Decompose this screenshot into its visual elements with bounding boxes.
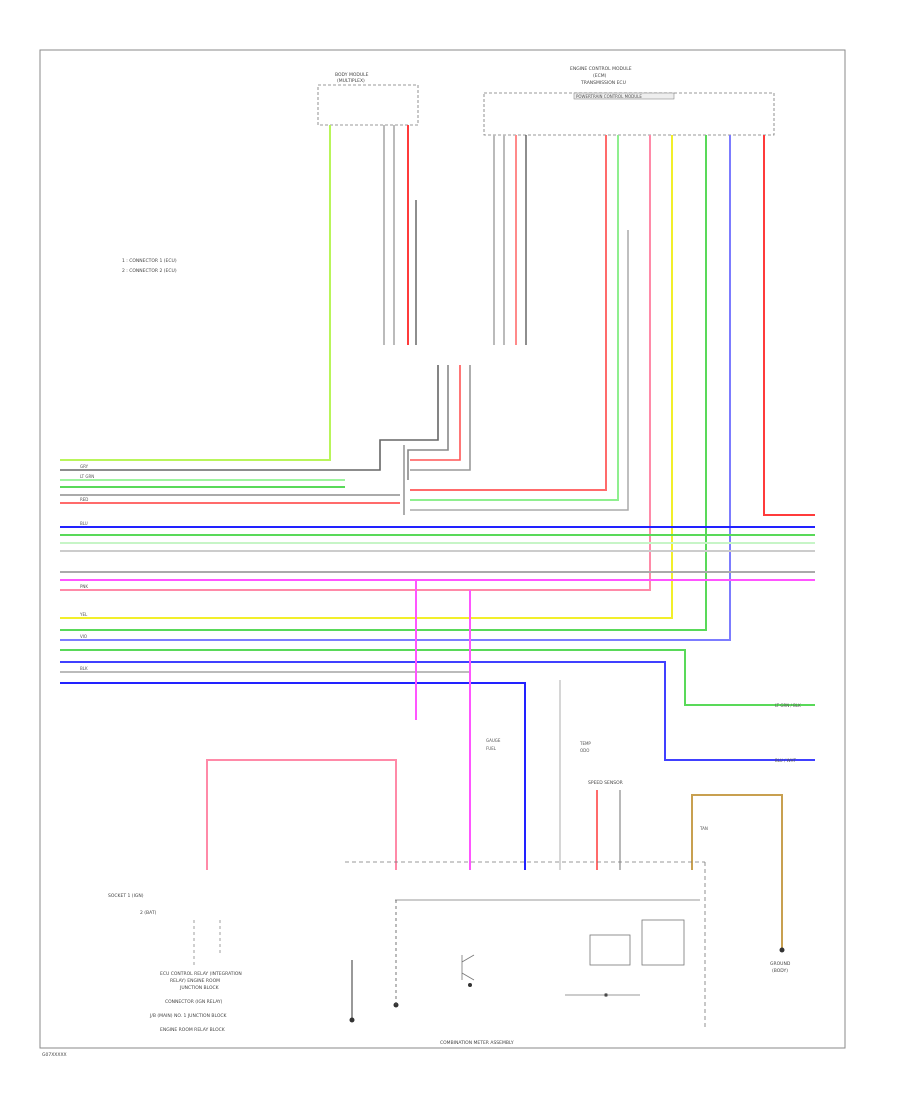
right-module: POWERTRAIN CONTROL MODULE ENGINE CONTROL…	[483, 66, 775, 136]
wire-label-red: RED	[80, 497, 88, 502]
right-module-bar-label: POWERTRAIN CONTROL MODULE	[576, 94, 642, 99]
grounds	[349, 900, 785, 1023]
left-block-1: ECU CONTROL RELAY (INTEGRATION	[160, 971, 242, 977]
left-block-4: CONNECTOR (IGN RELAY)	[165, 999, 223, 1005]
right-module-wires	[60, 135, 815, 641]
wire-label-blu: BLU	[80, 521, 88, 526]
left-block-2: RELAY) ENGINE ROOM	[170, 978, 220, 984]
meter-box-1	[589, 934, 631, 966]
right-module-subtitle: (ECM)	[593, 73, 607, 79]
left-module-subtitle: (MULTIPLEX)	[337, 78, 365, 84]
left-module: BODY MODULE (MULTIPLEX)	[317, 72, 419, 126]
wire-green-ecm-2	[60, 135, 707, 631]
bottom-caption: COMBINATION METER ASSEMBLY	[440, 1040, 514, 1046]
left-side-label-2: 2 (BAT)	[140, 910, 157, 916]
horizontal-bus	[60, 479, 815, 870]
bus-blue-long	[60, 661, 815, 761]
left-module-box	[317, 84, 419, 126]
label-right-2: BLU / WHT	[775, 758, 797, 763]
left-block-6: ENGINE ROOM RELAY BLOCK	[160, 1027, 226, 1033]
meter-box-2	[641, 919, 685, 966]
wire-yellowgreen-left	[60, 125, 331, 461]
wire-label-blk: BLK	[80, 666, 88, 671]
wire-label-pnk: PNK	[80, 584, 88, 589]
meter-label-fuel: FUEL	[486, 746, 497, 751]
bus-blue-2	[60, 682, 526, 870]
diagram-border	[39, 49, 846, 1049]
wire-label-vio: VIO	[80, 634, 87, 639]
junction-wire-3	[410, 365, 461, 461]
wire-label-ltgrn: LT GRN	[80, 474, 94, 479]
label-right-1: LT GRN / BLK	[775, 703, 801, 708]
left-side-label-1: SOCKET 1 (IGN)	[108, 893, 144, 899]
meter-transistor	[461, 954, 475, 981]
wire-label-yel: YEL	[79, 612, 88, 617]
right-module-title: ENGINE CONTROL MODULE	[570, 66, 632, 72]
wire-green-ecm	[410, 135, 619, 501]
wire-blue-ecm	[60, 135, 731, 641]
right-module-box	[483, 92, 775, 136]
ground-dot-3	[468, 983, 472, 987]
junction-connector	[60, 365, 471, 515]
left-module-title: BODY MODULE	[335, 72, 369, 78]
right-module-subtitle-2: TRANSMISSION ECU	[580, 80, 626, 86]
wire-gray-ecm	[410, 230, 629, 511]
left-dashed	[193, 920, 221, 965]
meter-drops	[206, 580, 783, 950]
wire-label-gry: GRY	[80, 464, 89, 469]
ground-dot-4	[779, 947, 785, 953]
wire-yellow-ecm	[60, 135, 673, 619]
right-module-bar	[573, 92, 675, 100]
meter-label-odo: ODO	[580, 748, 589, 753]
drop-pink-left	[206, 759, 397, 870]
meter-ground-dot	[604, 993, 608, 997]
bus-green-long	[60, 649, 815, 706]
drop-tan	[691, 794, 783, 950]
left-block-5: J/B (MAIN) NO. 1 JUNCTION BLOCK	[149, 1013, 227, 1019]
footer-code: G07XXXXX	[42, 1052, 67, 1058]
meter-label-temp: TEMP	[579, 741, 591, 746]
junction-wire-2	[407, 365, 449, 480]
wire-red-ecm-2	[763, 135, 815, 516]
meter-label-speed: SPEED SENSOR	[588, 780, 623, 786]
junction-wire-1	[60, 365, 439, 471]
legend: 1 : CONNECTOR 1 (ECU) 2 : CONNECTOR 2 (E…	[122, 258, 177, 274]
legend-line-2: 2 : CONNECTOR 2 (ECU)	[122, 268, 177, 274]
labels: LT GRN / BLK BLU / WHT GRY LT GRN RED BL…	[42, 464, 801, 1058]
wire-label-tan: TAN	[699, 826, 708, 831]
junction-wire-4	[410, 365, 471, 471]
meter-assembly	[345, 861, 706, 1030]
left-module-wires	[60, 125, 417, 461]
ground-label-1: GROUND	[770, 961, 791, 967]
legend-line-1: 1 : CONNECTOR 1 (ECU)	[122, 258, 177, 264]
meter-label-gauge: GAUGE	[486, 738, 501, 743]
wire-red-ecm	[410, 135, 607, 491]
left-block-3: JUNCTION BLOCK	[179, 985, 220, 991]
ground-label-2: (BODY)	[772, 968, 788, 974]
wire-pink-ecm	[60, 135, 651, 591]
